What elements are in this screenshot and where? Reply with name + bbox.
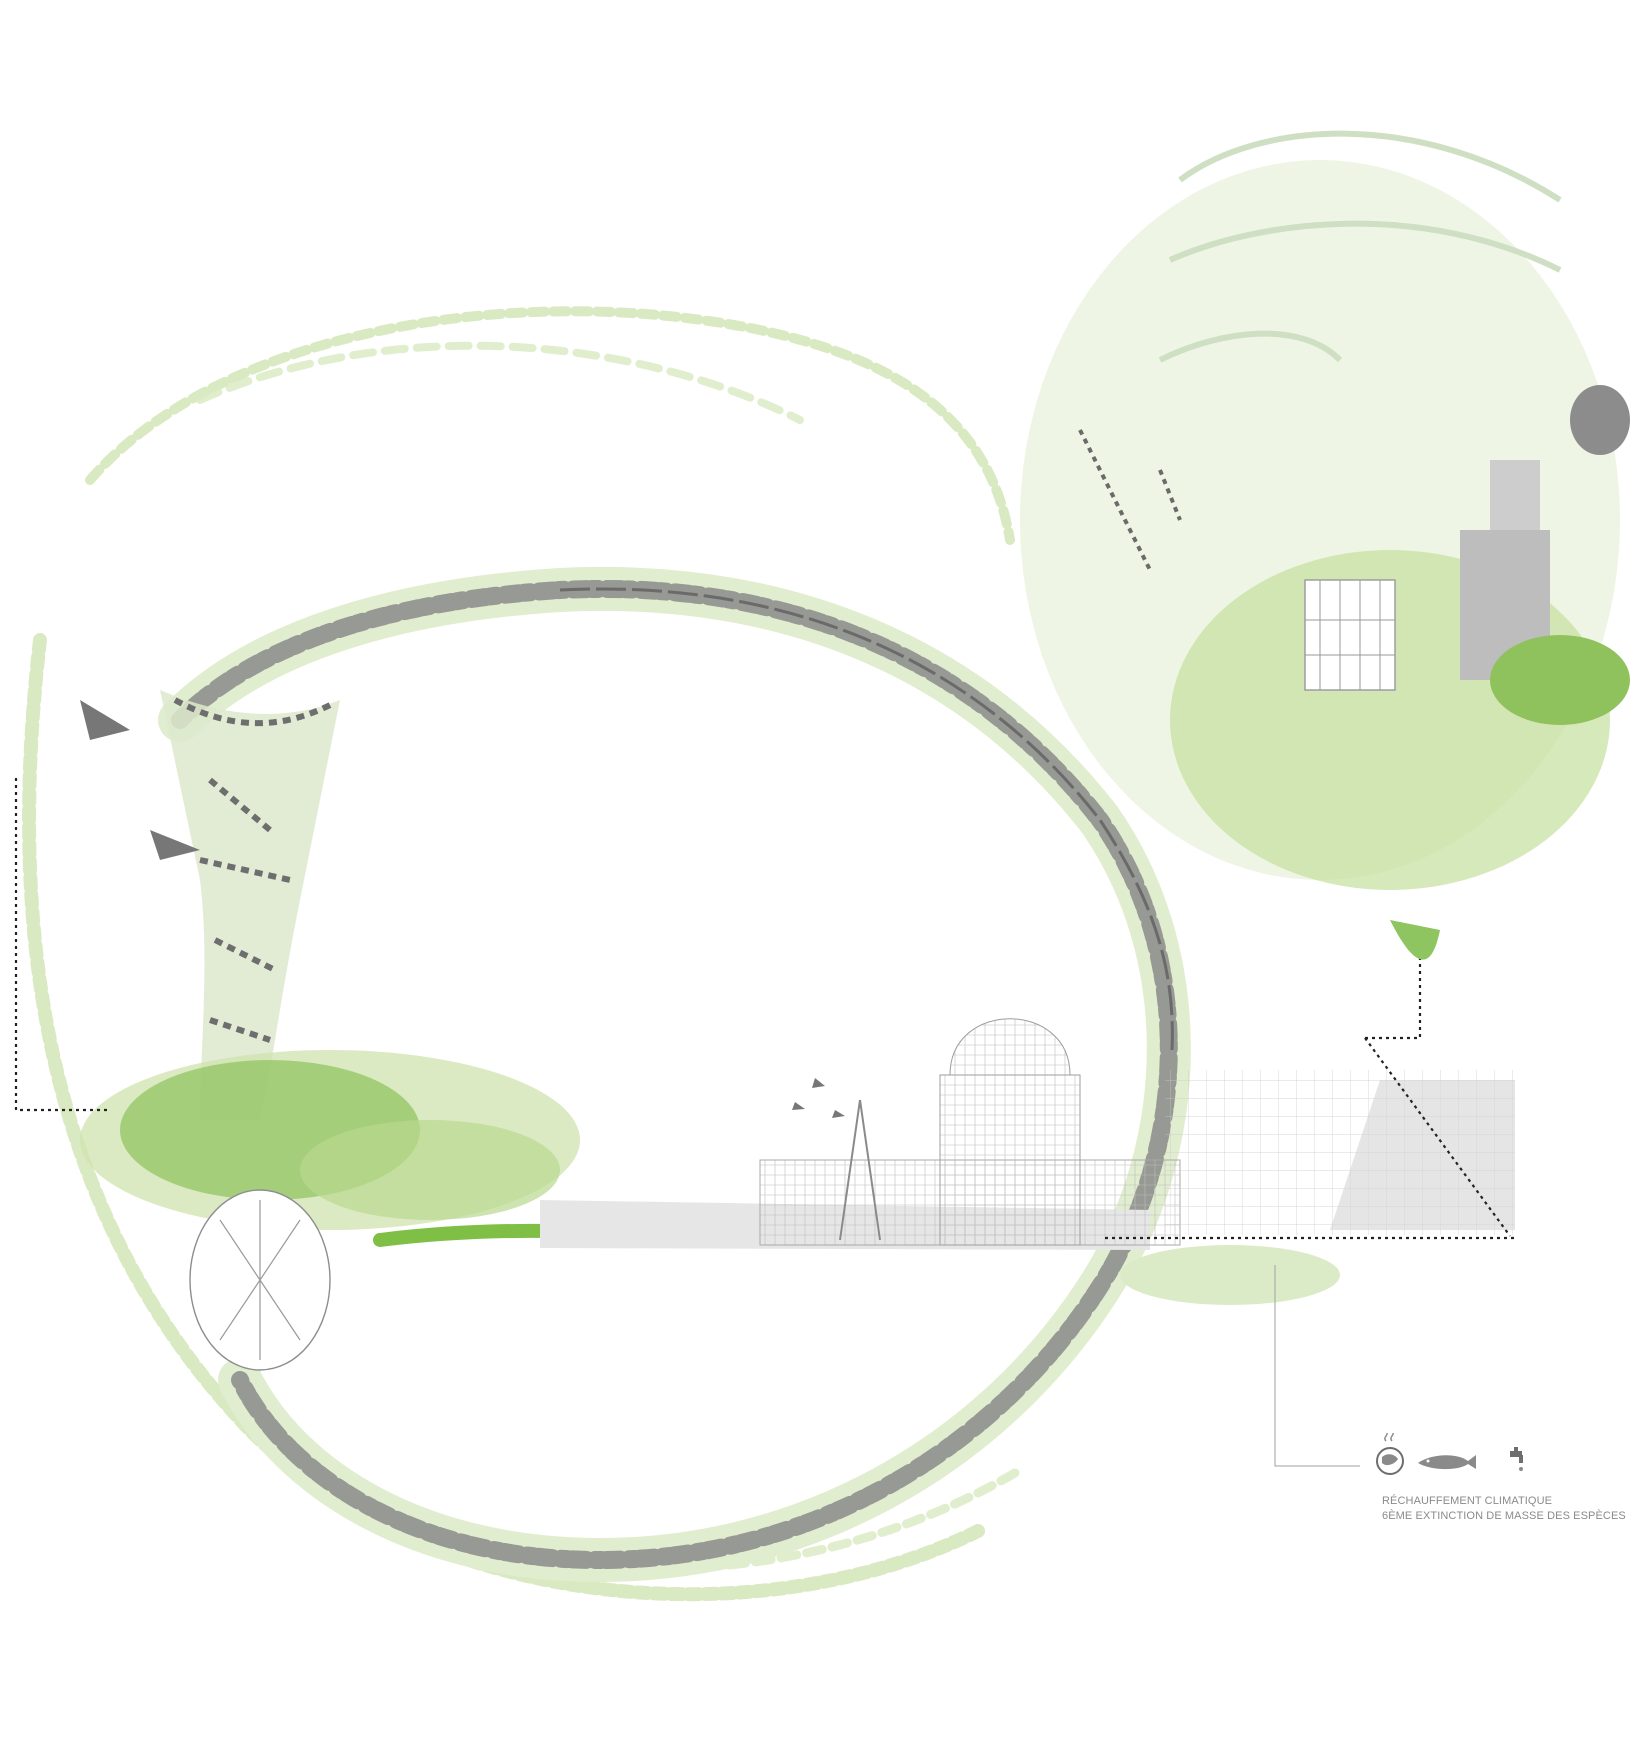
legend-icons	[1376, 1433, 1523, 1475]
vegetation-band	[80, 1050, 697, 1371]
dotted-connectors	[14, 778, 1515, 1240]
urban-jungle-cluster	[1020, 130, 1630, 960]
cracked-funnel	[160, 690, 340, 1120]
water-tap-icon	[1510, 1447, 1523, 1471]
legend-leader-line	[1274, 1265, 1360, 1467]
legend-caption: RÉCHAUFFEMENT CLIMATIQUE 6ÈME EXTINCTION…	[1382, 1494, 1632, 1524]
warming-globe-icon	[1376, 1433, 1404, 1475]
grid-farmland	[1120, 1070, 1515, 1305]
greenhouse-building	[759, 1018, 1181, 1246]
caption-line-extinction: 6ÈME EXTINCTION DE MASSE DES ESPÈCES	[1382, 1510, 1626, 1522]
caption-line-warming: RÉCHAUFFEMENT CLIMATIQUE	[1382, 1495, 1553, 1507]
outer-ring-faint	[22, 306, 1025, 1602]
cracked-earth-ring	[158, 566, 1191, 1583]
birds	[80, 700, 845, 1118]
fish-icon	[1418, 1455, 1476, 1470]
